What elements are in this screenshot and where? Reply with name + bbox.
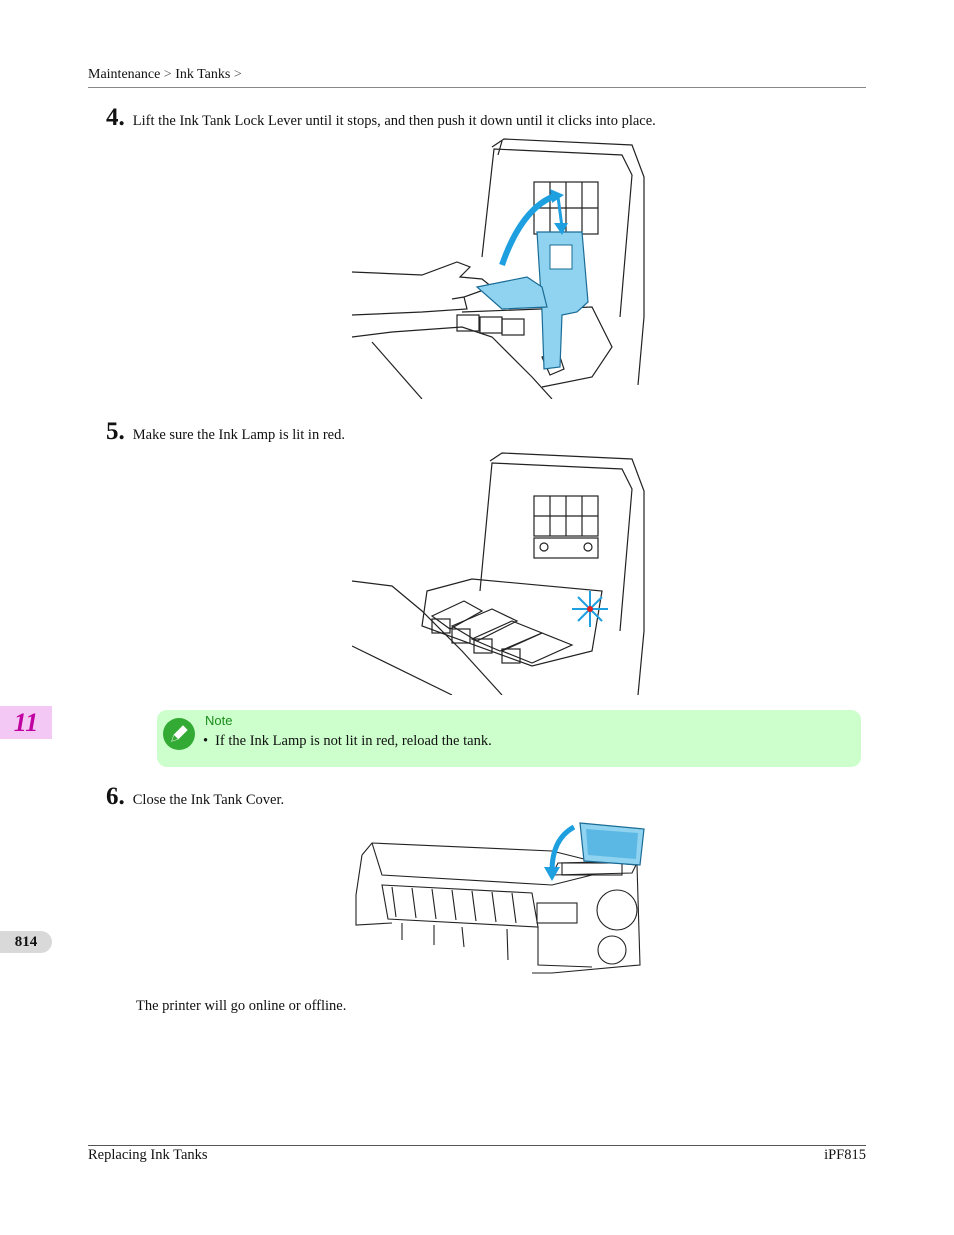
illustration-close-cover: [352, 815, 648, 977]
breadcrumb-ink-tanks[interactable]: Ink Tanks: [175, 67, 231, 82]
result-text: The printer will go online or offline.: [136, 998, 347, 1014]
breadcrumb-separator: >: [163, 67, 172, 82]
footer-divider: [88, 1145, 866, 1146]
breadcrumb-separator: >: [233, 67, 242, 82]
step-number: 6.: [106, 783, 125, 810]
step-text: Lift the Ink Tank Lock Lever until it st…: [132, 113, 656, 129]
breadcrumb-maintenance[interactable]: Maintenance: [88, 67, 161, 82]
page-number: 814: [14, 933, 38, 950]
chapter-tab[interactable]: 11: [0, 706, 52, 739]
step-text: Close the Ink Tank Cover.: [132, 792, 285, 808]
header-divider: [88, 87, 866, 88]
step-4: 4. Lift the Ink Tank Lock Lever until it…: [106, 104, 656, 132]
pencil-note-icon: [163, 718, 195, 750]
page-number-tab: 814: [0, 931, 52, 953]
step-text: Make sure the Ink Lamp is lit in red.: [132, 427, 345, 443]
illustration-lift-lock-lever: [352, 137, 648, 399]
note-label: Note: [205, 713, 233, 728]
step-6: 6. Close the Ink Tank Cover.: [106, 783, 284, 811]
footer-section-title: Replacing Ink Tanks: [88, 1147, 208, 1163]
footer-model-name: iPF815: [824, 1147, 866, 1163]
note-box: Note • If the Ink Lamp is not lit in red,…: [157, 710, 861, 767]
step-number: 5.: [106, 418, 125, 445]
step-number: 4.: [106, 104, 125, 131]
step-5: 5. Make sure the Ink Lamp is lit in red.: [106, 418, 345, 446]
breadcrumb: Maintenance > Ink Tanks >: [88, 67, 242, 83]
chapter-number: 11: [13, 707, 39, 737]
note-item: • If the Ink Lamp is not lit in red, relo…: [203, 733, 492, 750]
illustration-ink-lamp-lit: [352, 451, 648, 695]
bullet: •: [203, 733, 209, 749]
note-item-text: If the Ink Lamp is not lit in red, reloa…: [215, 733, 492, 749]
